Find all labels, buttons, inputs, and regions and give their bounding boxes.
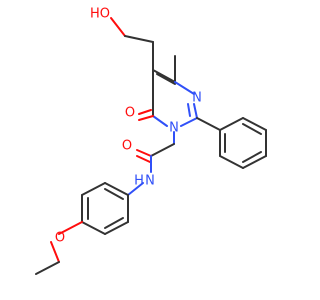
bond-ph-4-double [242,151,262,163]
ring-nitrogen-bottom-label: N [169,121,179,136]
bond-ph-1 [219,117,244,131]
bond-ho-ch2 [110,17,126,37]
bond-c6-o-double [138,109,152,115]
bond-o-ch2 [50,241,60,263]
bond-c5-c4 [152,69,176,83]
bond-c2-n1 [180,117,198,127]
amide-oxygen-label: O [122,139,132,154]
bond-ar-5 [104,221,129,235]
bond-ch2-co [150,143,175,157]
bond-ar-1-double [104,188,124,200]
amide-nitrogen-label: N [145,174,155,189]
amide-hydrogen-label: H [134,174,144,189]
bond-n1-c6 [152,115,168,127]
bond-co-o-double [136,155,151,163]
hydroxyl-label: HO [90,7,110,22]
bond-c2-ph [196,117,221,131]
bond-n3-c2 [193,103,198,119]
bond-n3-c2-double [187,103,191,117]
ether-oxygen-label: O [55,231,65,246]
bond-ar-5-double [104,217,124,229]
bond-ph-2 [242,117,267,131]
bond-nh-aryl [127,182,144,196]
bond-ch2-ch3 [35,261,60,275]
bond-ar-4 [81,221,106,235]
bond-ar-o [58,221,83,235]
bond-ar-1 [104,182,129,196]
ring-nitrogen-top-label: N [192,91,202,106]
bond-ar-2 [81,182,106,196]
ring-carbonyl-oxygen-label: O [125,106,135,121]
molecule-structure: HO N N O O N H O [35,7,267,275]
molecule-canvas: HO N N O O N H O [35,6,267,275]
bond-ch2-ch2 [124,35,154,43]
bond-ph-2-double [242,123,262,135]
bond-ph-4 [242,155,267,169]
bond-c5-c4-double [156,73,176,85]
bond-c6-o [138,115,154,121]
bond-co-o [136,149,152,157]
bond-ph-5 [219,155,244,169]
bond-c4-n3 [174,81,195,95]
